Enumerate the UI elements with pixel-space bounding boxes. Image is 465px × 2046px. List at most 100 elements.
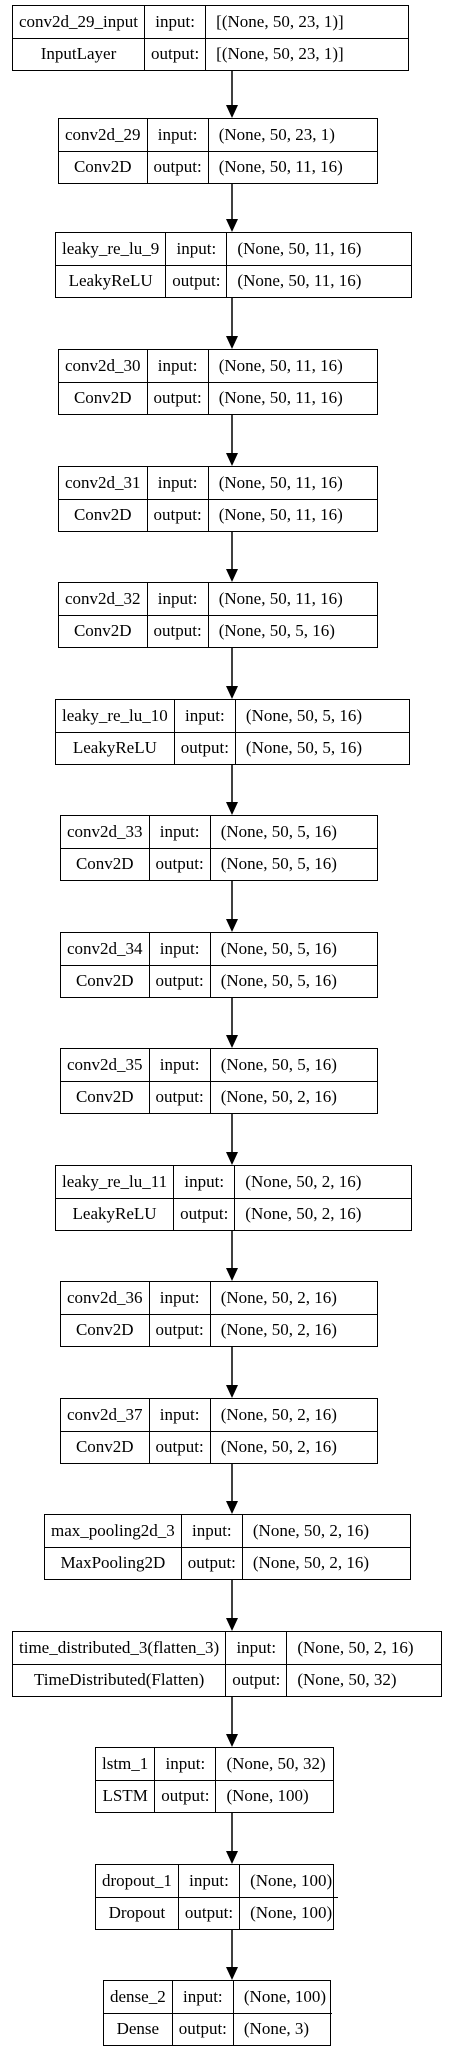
arrow-head-icon [226, 1268, 238, 1281]
input-label: input: [157, 124, 198, 144]
output-label: output: [147, 150, 208, 184]
output-shape: (None, 50, 2, 16) [235, 1197, 411, 1231]
input-shape: (None, 100) [243, 1986, 327, 2006]
input-label: input: [182, 1986, 223, 2006]
input-label: input: [184, 1171, 225, 1191]
output-label: output: [226, 1663, 287, 1697]
layer-type: Conv2D [61, 1080, 149, 1114]
input-label: input: [157, 472, 198, 492]
layer-type: Conv2D [61, 1313, 149, 1347]
input-shape: (None, 50, 23, 1) [218, 124, 335, 144]
io-label-column: input:output: [149, 1399, 211, 1464]
io-label-column: input:output: [147, 467, 209, 531]
input-label: input: [165, 1753, 206, 1773]
layer-name: time_distributed_3(flatten_3) [19, 1637, 220, 1657]
shape-column: (None, 50, 11, 16)(None, 50, 11, 16) [208, 467, 377, 531]
io-label-column: input: output: [181, 1515, 243, 1580]
layer-type: Conv2D [59, 498, 147, 532]
output-label: output: [172, 2012, 233, 2046]
input-label: input: [159, 1287, 200, 1307]
layer-name: conv2d_33 [67, 821, 143, 841]
input-shape: (None, 50, 5, 16) [220, 938, 337, 958]
input-label: input: [157, 355, 198, 375]
input-label: input: [189, 1870, 229, 1890]
input-shape: [(None, 50, 23, 1)] [216, 11, 344, 31]
input-shape: (None, 50, 11, 16) [237, 238, 362, 258]
arrow-head-icon [226, 1501, 238, 1514]
layer-type: Conv2D [61, 1430, 149, 1464]
layer-type: LSTM [96, 1779, 155, 1813]
io-label-column: input: output: [174, 1166, 236, 1231]
output-shape: (None, 50, 5, 16) [208, 614, 377, 648]
output-shape: (None, 50, 11, 16) [227, 264, 411, 298]
input-shape: (None, 50, 2, 16) [245, 1171, 362, 1191]
io-label-column: input:output: [149, 1282, 211, 1346]
layer-name: dense_2 [110, 1986, 166, 2006]
arrow-head-icon [226, 453, 238, 466]
arrow-head-icon [226, 336, 238, 349]
output-shape: (None, 50, 5, 16) [210, 964, 377, 998]
io-label-column: input:output: [145, 6, 207, 70]
layer-type: Conv2D [59, 150, 147, 184]
input-shape: (None, 100) [250, 1870, 333, 1890]
layer-type: Dense [104, 2012, 172, 2046]
layer-type: MaxPooling2D [45, 1546, 181, 1580]
layer-type: Dropout [96, 1896, 178, 1930]
output-label: output: [174, 1197, 235, 1231]
input-label: input: [191, 1520, 232, 1540]
input-shape: (None, 50, 5, 16) [245, 705, 363, 725]
shape-column: [(None, 50, 23, 1)][(None, 50, 23, 1)] [206, 6, 408, 70]
layer-name: conv2d_29_input [19, 11, 138, 31]
shape-column: (None, 50, 5, 16)(None, 50, 5, 16) [235, 700, 409, 764]
io-label-column: input: output: [147, 119, 209, 184]
arrow-head-icon [226, 1385, 238, 1398]
layer-node: time_distributed_3(flatten_3)TimeDistrib… [12, 1631, 442, 1697]
io-label-column: input: output: [178, 1865, 241, 1930]
output-label: output: [166, 264, 227, 298]
arrow-head-icon [226, 219, 238, 232]
output-label: output: [149, 1430, 210, 1464]
output-shape: (None, 50, 2, 16) [210, 1080, 377, 1114]
output-shape: (None, 50, 11, 16) [208, 381, 377, 415]
output-label: output: [174, 731, 235, 765]
shape-column: (None, 50, 2, 16)(None, 50, 2, 16) [242, 1515, 410, 1579]
io-label-column: input:output: [174, 700, 236, 765]
output-label: output: [181, 1546, 242, 1580]
layer-name: conv2d_30 [65, 355, 141, 375]
output-shape: (None, 50, 2, 16) [210, 1430, 377, 1464]
layer-name: leaky_re_lu_11 [62, 1171, 168, 1191]
shape-column: (None, 50, 2, 16)(None, 50, 32) [287, 1632, 441, 1696]
input-label: input: [236, 1637, 277, 1657]
output-shape: (None, 100) [216, 1779, 333, 1813]
layer-info-column: time_distributed_3(flatten_3)TimeDistrib… [13, 1632, 227, 1696]
shape-column: (None, 50, 2, 16) (None, 50, 2, 16) [210, 1399, 377, 1464]
shape-column: (None, 50, 23, 1) (None, 50, 11, 16) [208, 119, 377, 184]
io-label-column: input:output: [155, 1748, 217, 1812]
output-shape: (None, 50, 11, 16) [208, 150, 377, 184]
output-label: output: [178, 1896, 240, 1930]
input-shape: (None, 50, 2, 16) [220, 1404, 337, 1424]
